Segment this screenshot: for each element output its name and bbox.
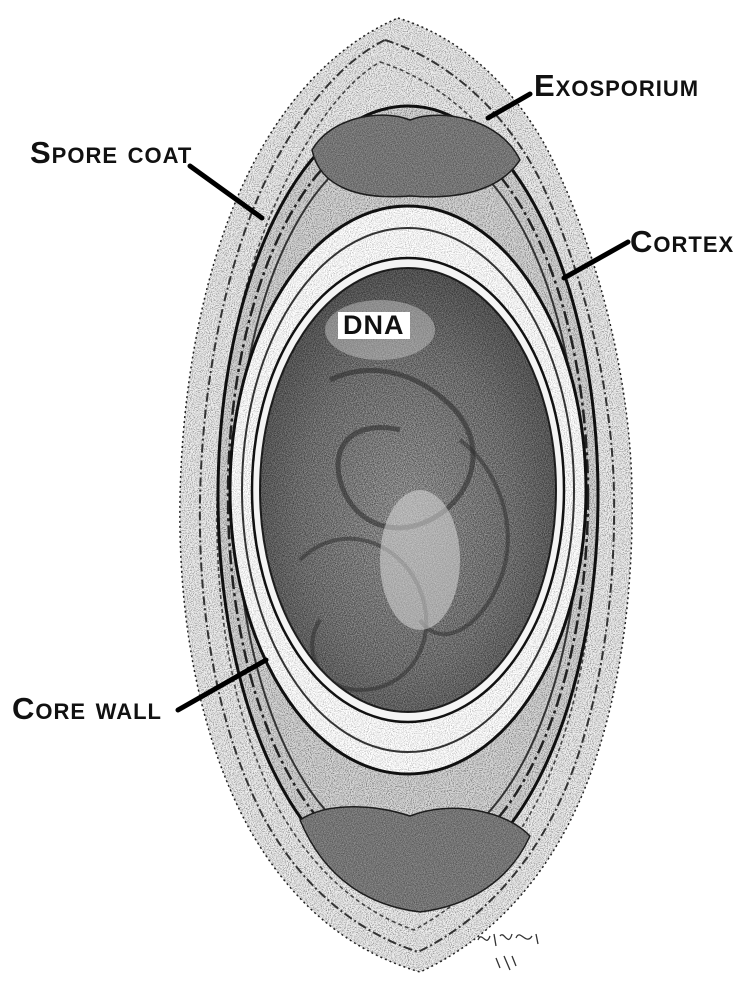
exosporium-label: Exosporium bbox=[534, 70, 699, 101]
dna-label: DNA bbox=[338, 312, 410, 339]
artist-signature bbox=[478, 934, 538, 970]
spore-coat-label: Spore coat bbox=[30, 137, 192, 168]
core-wall-label: Core wall bbox=[12, 693, 162, 724]
cortex-label: Cortex bbox=[630, 226, 734, 257]
